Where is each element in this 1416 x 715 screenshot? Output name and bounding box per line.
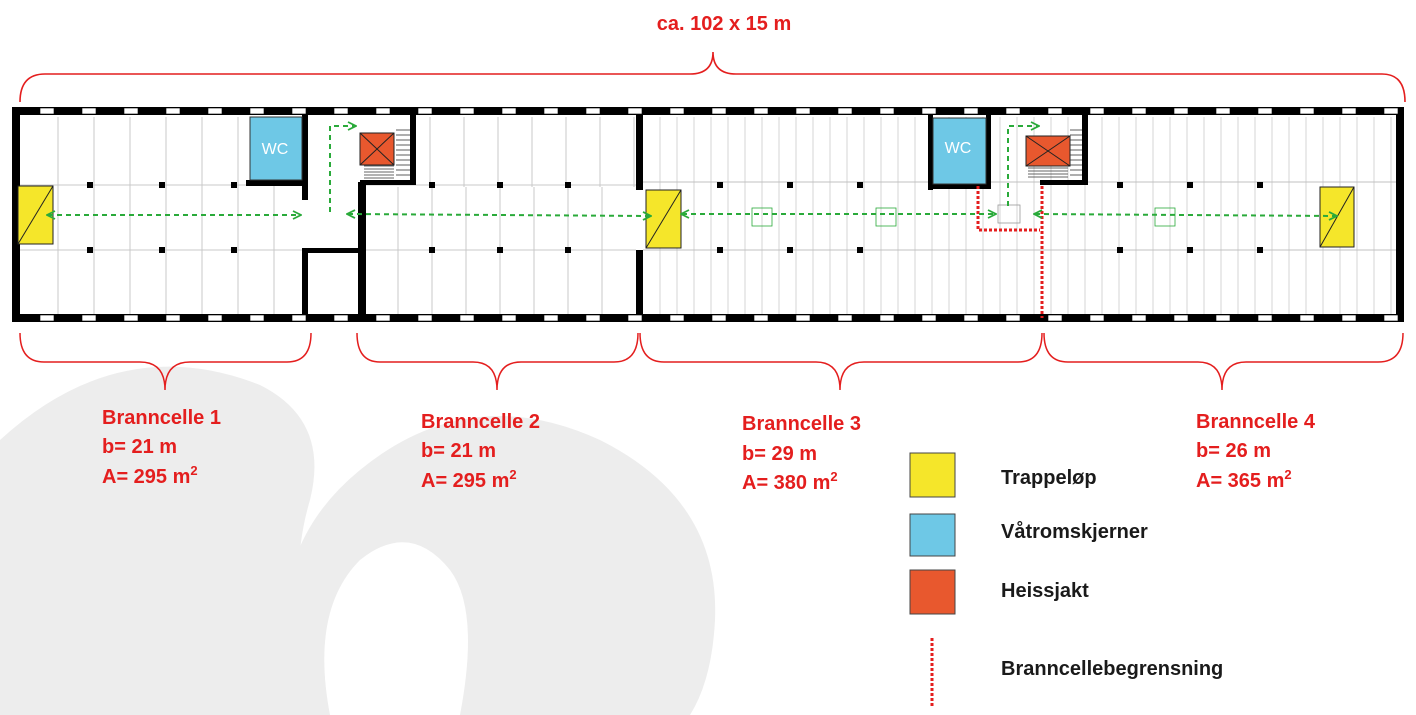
cell-name: Branncelle 4 [1196,411,1316,433]
wc-label: WC [262,141,289,158]
background-watermark [0,366,716,715]
stairway-2 [645,189,682,249]
cell-label-3: Branncelle 3 b= 29 m A= 380 m2 [742,413,861,494]
cell-area: A= 295 m2 [102,463,198,488]
cell-area: A= 365 m2 [1196,467,1292,492]
stair-steps [364,129,1082,179]
legend-label: Branncellebegrensning [1001,658,1223,680]
legend-item-stairway: Trappeløp [909,452,1097,498]
stairway-3 [1319,186,1355,248]
cell-name: Branncelle 2 [421,411,540,433]
structural-columns [87,182,1263,253]
cell-area: A= 380 m2 [742,469,838,494]
cell-width: b= 21 m [421,440,496,462]
cell-name: Branncelle 1 [102,407,221,429]
wc-room-1: WC [249,116,303,181]
cell-label-1: Branncelle 1 b= 21 m A= 295 m2 [102,407,221,488]
cell-3-brace [639,332,1043,391]
elevator-shaft-1 [359,132,395,166]
blue-square-icon [909,513,956,557]
legend-item-elevator-shaft: Heissjakt [909,569,1089,615]
dimension-label: ca. 102 x 15 m [657,13,792,35]
cell-width: b= 21 m [102,436,177,458]
wc-room-2: WC [932,117,987,185]
window-marks [39,107,1399,322]
escape-routes [48,126,1336,216]
stairway-1 [17,185,54,245]
cell-name: Branncelle 3 [742,413,861,435]
cell-4-brace [1043,332,1404,391]
cell-1-brace [19,332,312,391]
yellow-square-icon [909,452,956,498]
legend: Trappeløp Våtromskjerner Heissjakt Brann… [909,452,1223,706]
legend-item-fire-cell-boundary: Branncellebegrensning [930,638,1223,706]
cell-width: b= 29 m [742,443,817,465]
cell-braces [19,332,1404,391]
cell-area: A= 295 m2 [421,467,517,492]
total-dimension-brace [19,51,1406,103]
fire-cell-boundary [976,186,1044,318]
orange-square-icon [909,569,956,615]
cell-label-2: Branncelle 2 b= 21 m A= 295 m2 [421,411,540,492]
legend-label: Trappeløp [1001,467,1097,489]
wc-label: WC [945,140,972,157]
building-walls [12,107,1404,322]
cell-width: b= 26 m [1196,440,1271,462]
elevator-shaft-2 [1025,135,1071,167]
legend-item-wet-room-core: Våtromskjerner [909,513,1148,557]
legend-label: Våtromskjerner [1001,520,1148,543]
cell-label-4: Branncelle 4 b= 26 m A= 365 m2 [1196,411,1316,492]
cell-2-brace [356,332,639,391]
legend-label: Heissjakt [1001,580,1089,602]
